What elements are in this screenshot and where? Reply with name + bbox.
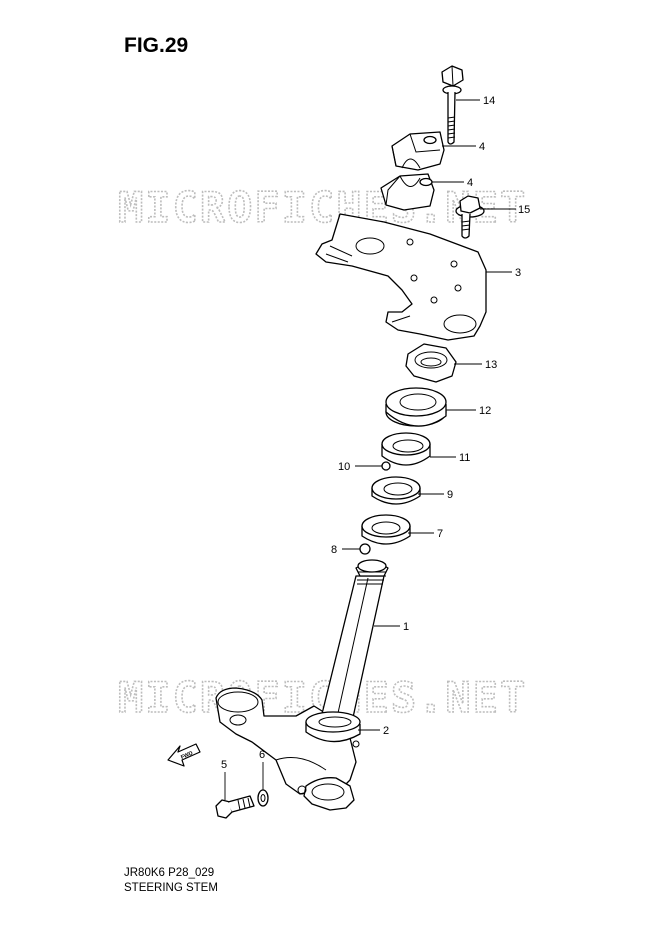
callout-4-upper: 4 — [479, 141, 485, 153]
part-2-seal[interactable] — [305, 711, 361, 743]
fwd-arrow-icon: FWD — [167, 743, 201, 767]
part-4-handlebar-holder-upper[interactable] — [391, 131, 445, 171]
part-11-upper-race[interactable] — [381, 432, 431, 466]
callout-2: 2 — [383, 725, 389, 737]
part-13-stem-nut[interactable] — [405, 343, 457, 383]
callout-1: 1 — [403, 621, 409, 633]
part-8-steel-ball[interactable] — [359, 543, 371, 555]
callout-3: 3 — [515, 267, 521, 279]
part-14-bolt[interactable] — [441, 65, 464, 145]
part-3-upper-bracket[interactable] — [315, 213, 487, 341]
fwd-arrow-label: FWD — [180, 750, 194, 761]
part-6-washer[interactable] — [257, 789, 269, 807]
callout-14: 14 — [483, 95, 495, 107]
figure-name: STEERING STEM — [124, 882, 218, 894]
callout-9: 9 — [447, 489, 453, 501]
watermark-top: MICROFICHES.NET — [118, 183, 527, 232]
callout-4-lower: 4 — [467, 177, 473, 189]
callout-6: 6 — [259, 749, 265, 761]
callout-12: 12 — [479, 405, 491, 417]
part-10-steel-ball[interactable] — [381, 461, 391, 471]
leader-lines — [224, 99, 516, 800]
callout-13: 13 — [485, 359, 497, 371]
part-15-flange-bolt[interactable] — [455, 195, 485, 239]
part-12-dust-seal[interactable] — [385, 387, 447, 427]
callout-11: 11 — [459, 452, 470, 464]
part-7-lower-race[interactable] — [361, 514, 411, 545]
figure-code: JR80K6 P28_029 — [124, 867, 215, 879]
callout-15: 15 — [518, 204, 530, 216]
callout-10: 10 — [338, 461, 350, 473]
part-5-bolt[interactable] — [215, 795, 255, 819]
part-1-steering-stem[interactable] — [215, 559, 389, 811]
callout-8: 8 — [331, 544, 337, 556]
callout-5: 5 — [221, 759, 227, 771]
part-9-race[interactable] — [371, 476, 421, 505]
part-4-handlebar-holder-lower[interactable] — [380, 173, 435, 211]
callout-7: 7 — [437, 528, 443, 540]
figure-title: FIG.29 — [124, 34, 189, 57]
